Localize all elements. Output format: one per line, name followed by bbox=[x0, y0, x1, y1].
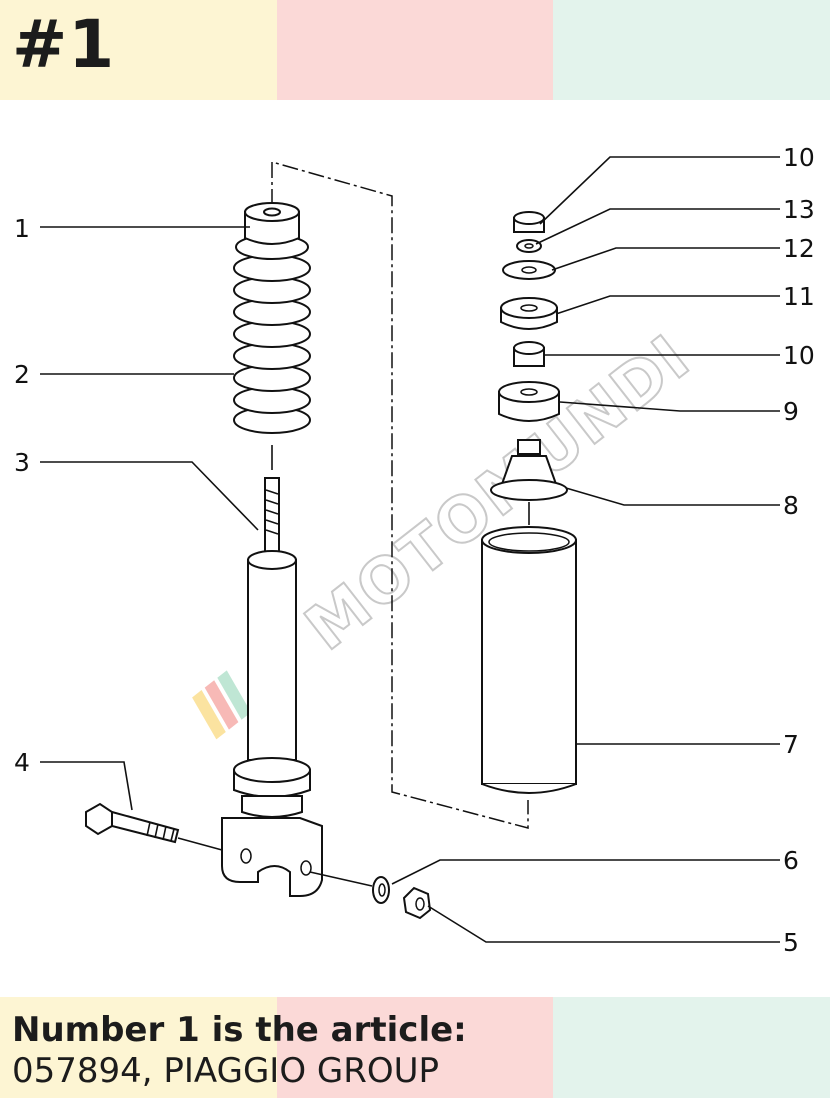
part-protective-tube bbox=[481, 526, 577, 794]
assembly-line bbox=[271, 161, 529, 829]
callout-6: 6 bbox=[783, 846, 799, 875]
caption-band bbox=[0, 997, 830, 1098]
callout-8: 8 bbox=[783, 491, 799, 520]
part-spring bbox=[233, 234, 311, 434]
callout-12: 12 bbox=[783, 234, 815, 263]
part-nut bbox=[402, 886, 432, 920]
part-upper-rubber-bush bbox=[500, 297, 558, 330]
part-lower-rubber-bush bbox=[498, 381, 560, 422]
article-caption: Number 1 is the article: 057894, PIAGGIO… bbox=[12, 1010, 467, 1092]
callout-1: 1 bbox=[14, 214, 30, 243]
callout-10-top: 10 bbox=[783, 143, 815, 172]
part-shock-absorber bbox=[221, 477, 323, 897]
part-washer bbox=[372, 876, 390, 904]
item-number-badge: #1 bbox=[12, 6, 116, 83]
band-pink bbox=[277, 0, 553, 100]
band-pink-bottom bbox=[277, 997, 553, 1098]
band-mint bbox=[553, 0, 830, 100]
callout-2: 2 bbox=[14, 360, 30, 389]
callout-4: 4 bbox=[14, 748, 30, 777]
callout-10-lower: 10 bbox=[783, 341, 815, 370]
part-top-nut bbox=[513, 211, 545, 233]
band-yellow-bottom bbox=[0, 997, 277, 1098]
callout-5: 5 bbox=[783, 928, 799, 957]
callout-13: 13 bbox=[783, 195, 815, 224]
callout-7: 7 bbox=[783, 730, 799, 759]
callout-3: 3 bbox=[14, 448, 30, 477]
caption-heading: Number 1 is the article: bbox=[12, 1010, 467, 1050]
callout-9: 9 bbox=[783, 397, 799, 426]
part-spacer-nut bbox=[513, 341, 545, 367]
caption-article: 057894, PIAGGIO GROUP bbox=[12, 1051, 440, 1091]
part-lock-washer bbox=[516, 239, 542, 253]
exploded-parts-diagram: MOTOMUNDI bbox=[14, 143, 815, 957]
part-flat-washer bbox=[502, 260, 556, 280]
band-mint-bottom bbox=[553, 997, 830, 1098]
part-spring-cap bbox=[244, 202, 300, 245]
part-bolt bbox=[85, 802, 180, 844]
header-band bbox=[0, 0, 830, 100]
band-yellow bbox=[0, 0, 277, 100]
part-dust-cup bbox=[490, 439, 568, 501]
callout-11: 11 bbox=[783, 282, 815, 311]
